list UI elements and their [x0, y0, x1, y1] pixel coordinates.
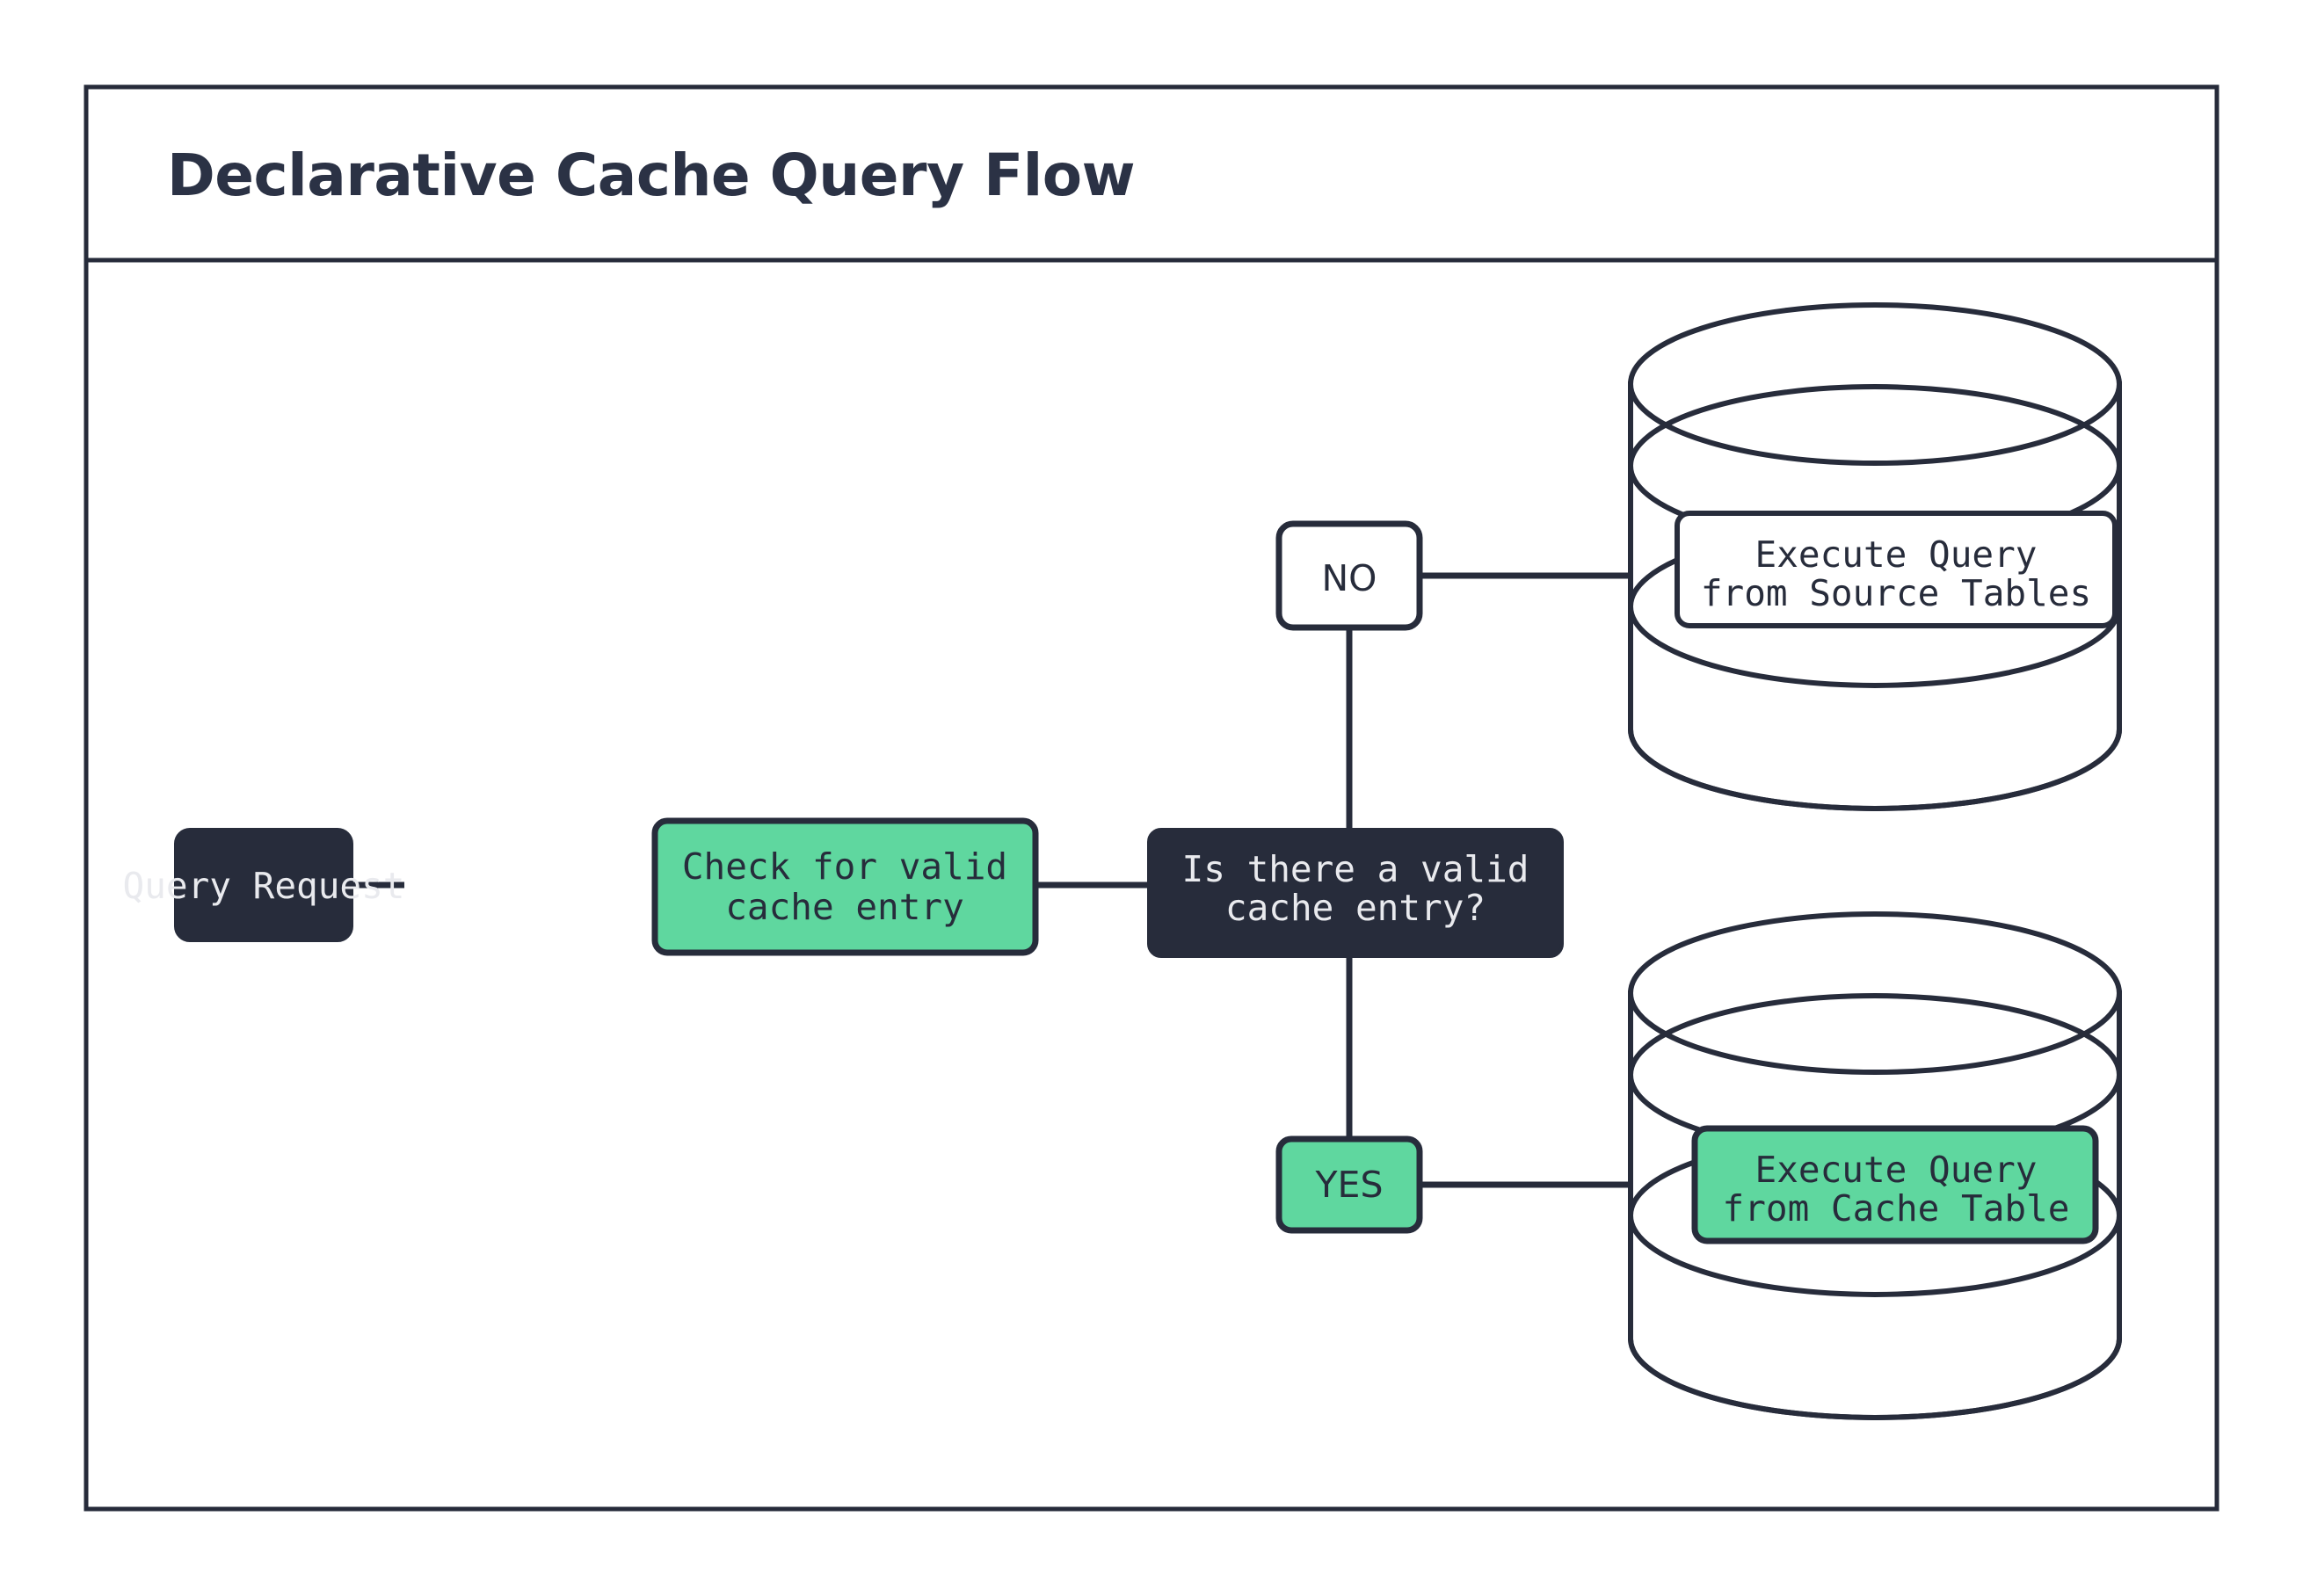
- cylinder-top-disk: [1628, 911, 2122, 1075]
- cache-table-label-line1: Execute Query: [1755, 1149, 2038, 1191]
- cylinder-disk-arc-1: [1628, 384, 2122, 468]
- node-check-cache[interactable]: Check for valid cache entry: [651, 817, 1039, 956]
- cylinder-disk-arc-1: [1628, 993, 2122, 1077]
- cylinder-top-disk: [1628, 302, 2122, 466]
- node-branch-no[interactable]: NO: [1275, 520, 1423, 631]
- check-cache-label-line1: Check for valid: [682, 845, 1007, 888]
- cylinder-disk-separator-2: [1628, 604, 2122, 688]
- node-source-tables[interactable]: Execute Query from Source Tables: [1675, 511, 2118, 628]
- decision-label-line2: cache entry?: [1225, 887, 1486, 929]
- check-cache-label-line2: cache entry: [725, 886, 964, 928]
- decision-label-line1: Is there a valid: [1182, 848, 1529, 890]
- query-request-label: Query Request: [123, 865, 405, 907]
- page-title: Declarative Cache Query Flow: [167, 141, 1135, 209]
- branch-yes-label: YES: [1315, 1164, 1384, 1206]
- source-tables-label-line1: Execute Query: [1755, 533, 2038, 576]
- cylinder-bottom-disk: [1628, 727, 2122, 811]
- source-tables-label-line2: from Source Tables: [1701, 572, 2091, 614]
- node-decision[interactable]: Is there a valid cache entry?: [1147, 828, 1564, 958]
- cache-table-label-line2: from Cache Table: [1723, 1187, 2070, 1230]
- node-branch-yes[interactable]: YES: [1275, 1135, 1423, 1234]
- cylinder-disk-separator-2: [1628, 1213, 2122, 1297]
- node-cache-table[interactable]: Execute Query from Cache Table: [1691, 1125, 2099, 1244]
- cylinder-bottom-disk: [1628, 1336, 2122, 1420]
- node-query-request[interactable]: Query Request: [123, 828, 405, 942]
- branch-no-label: NO: [1322, 557, 1377, 599]
